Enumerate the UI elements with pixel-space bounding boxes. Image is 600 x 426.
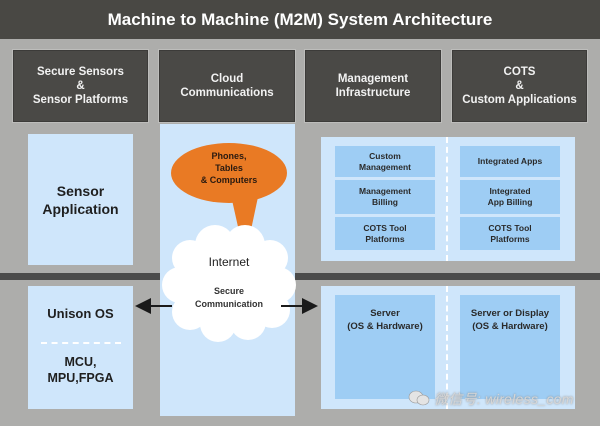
sensor-application-box: Sensor Application	[28, 134, 133, 265]
server-box: Server (OS & Hardware)	[335, 295, 435, 399]
unison-os-label: Unison OS	[47, 306, 114, 321]
column-header-cloud: Cloud Communications	[159, 50, 295, 122]
secure-communication-label: Secure Communication	[194, 286, 263, 309]
wechat-icon	[408, 390, 430, 406]
cots-tool-platforms-cell: COTS Tool Platforms	[335, 217, 435, 250]
management-billing-cell: Management Billing	[335, 180, 435, 214]
integrated-app-billing-cell: Integrated App Billing	[460, 180, 560, 214]
speech-bubble-text: Phones, Tables & Computers	[200, 151, 258, 185]
integrated-apps-cell: Integrated Apps	[460, 146, 560, 177]
column-header-label: COTS & Custom Applications	[462, 66, 577, 106]
layer-divider-right	[294, 273, 600, 280]
hardware-label: MCU, MPU,FPGA	[47, 355, 114, 385]
sensor-application-label: Sensor Application	[42, 182, 119, 217]
dashed-separator	[446, 286, 448, 409]
cots-tool-platforms-cell: COTS Tool Platforms	[460, 217, 560, 250]
column-header-management: Management Infrastructure	[305, 50, 441, 122]
watermark-text: 微信号: wireless_com	[434, 391, 574, 407]
unison-os-box: Unison OS MCU, MPU,FPGA	[28, 286, 133, 409]
dashed-separator	[41, 342, 121, 344]
internet-cloud	[162, 225, 296, 342]
diagram-title-bar: Machine to Machine (M2M) System Architec…	[0, 0, 600, 39]
column-header-sensors: Secure Sensors & Sensor Platforms	[13, 50, 148, 122]
column-header-cots: COTS & Custom Applications	[452, 50, 587, 122]
internet-label: Internet	[208, 255, 250, 269]
column-header-label: Secure Sensors & Sensor Platforms	[32, 66, 129, 106]
column-header-label: Cloud Communications	[180, 73, 274, 99]
server-panel: Server (OS & Hardware) Server or Display…	[321, 286, 575, 409]
column-header-label: Management Infrastructure	[335, 73, 411, 99]
diagram-title: Machine to Machine (M2M) System Architec…	[107, 9, 493, 29]
server-or-display-box: Server or Display (OS & Hardware)	[460, 295, 560, 399]
speech-bubble-body	[171, 143, 287, 203]
layer-divider-left	[0, 273, 160, 280]
management-cots-panel: Custom Management Management Billing COT…	[321, 137, 575, 261]
dashed-separator	[446, 137, 448, 261]
custom-management-cell: Custom Management	[335, 146, 435, 177]
